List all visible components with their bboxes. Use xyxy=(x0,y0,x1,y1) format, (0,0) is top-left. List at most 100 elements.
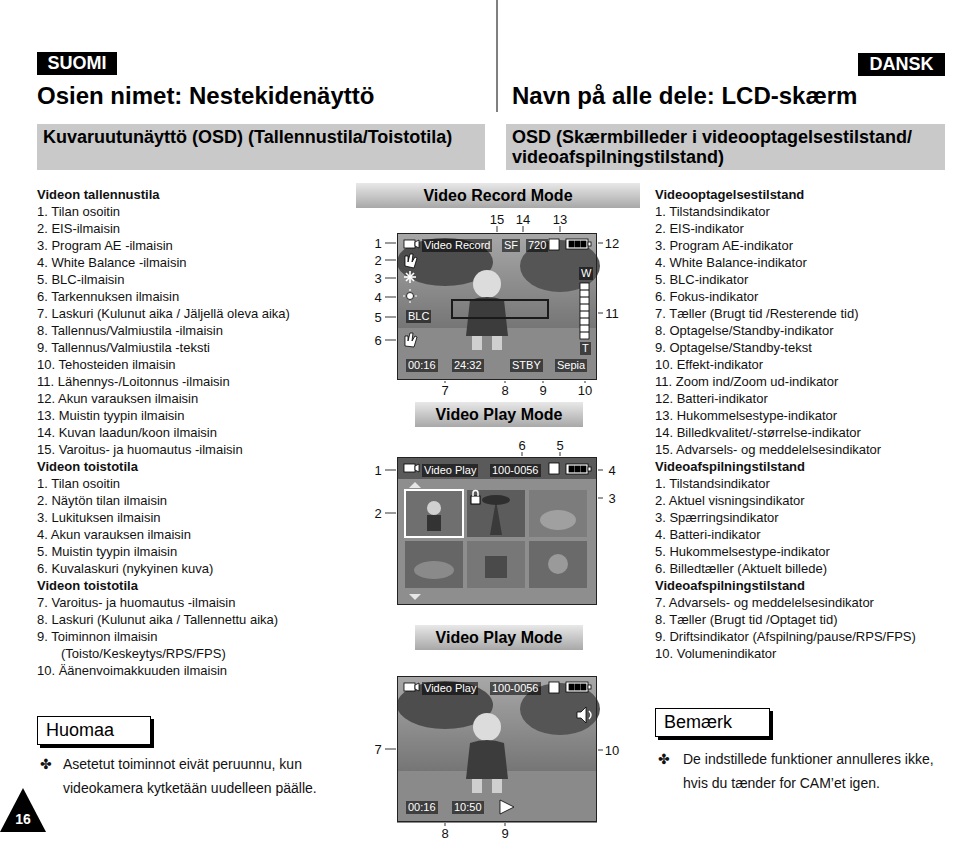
section-heading: Kuvaruutunäyttö (OSD) (Tallennustila/Toi… xyxy=(43,127,479,147)
list-item: 1. Tilan osoitin xyxy=(37,475,352,492)
osd-icon xyxy=(403,295,405,296)
list-item: 5. BLC-ilmaisin xyxy=(37,271,352,288)
lcd-screen: Video Play100-0056 xyxy=(397,457,597,605)
list-item: 11. Zoom ind/Zoom ud-indikator xyxy=(655,373,955,390)
leader-line xyxy=(522,452,523,456)
list-item: 15. Advarsels- og meddelelsesindikator xyxy=(655,441,955,458)
callout-number: 1 xyxy=(374,463,381,478)
callout-number: 9 xyxy=(539,383,546,398)
thumbnail-screen xyxy=(467,541,525,588)
callout-number: 7 xyxy=(374,742,381,757)
osd-text: Video Play xyxy=(422,464,478,477)
page-title: Navn på alle dele: LCD-skærm xyxy=(512,82,857,110)
note-heading-box: Huomaa xyxy=(37,716,151,745)
osd-icon xyxy=(406,273,414,281)
osd-text: T xyxy=(580,342,591,355)
section-band: Kuvaruutunäyttö (OSD) (Tallennustila/Toi… xyxy=(37,124,485,170)
note-heading: Bemærk xyxy=(664,712,732,733)
osd-text: 10:50 xyxy=(452,801,484,814)
list-item: 11. Lähennys-/Loitonnus -ilmaisin xyxy=(37,373,352,390)
osd-icon xyxy=(569,241,574,247)
list-item: 1. Tilan osoitin xyxy=(37,203,352,220)
section-heading: OSD (Skærmbilleder i videooptagelsestils… xyxy=(512,127,939,167)
list-column: Videon tallennustila1. Tilan osoitin2. E… xyxy=(37,186,352,679)
callout-number: 7 xyxy=(441,383,448,398)
note-bullet: ✤ xyxy=(658,747,670,771)
thumbnail-screen xyxy=(397,457,597,605)
list-item: 1. Tilstandsindikator xyxy=(655,475,955,492)
osd-icon xyxy=(581,466,586,472)
callout-number: 2 xyxy=(374,253,381,268)
list-heading: Videooptagelsestilstand xyxy=(655,186,955,203)
camera-photo xyxy=(473,270,501,298)
list-item: 7. Tæller (Brugt tid /Resterende tid) xyxy=(655,305,955,322)
callout-number: 4 xyxy=(608,463,615,478)
list-item: 5. BLC-indikator xyxy=(655,271,955,288)
callout-number: 5 xyxy=(556,438,563,453)
osd-icon xyxy=(404,271,416,283)
osd-icon xyxy=(580,311,589,312)
thumbnail-screen xyxy=(397,457,597,479)
list-item: 7. Advarsels- og meddelelsesindikator xyxy=(655,594,955,611)
osd-icon xyxy=(403,289,417,303)
callout-number: 8 xyxy=(441,826,448,841)
list-item: 9. Tallennus/Valmiustila -teksti xyxy=(37,339,352,356)
leader-line xyxy=(560,226,561,232)
osd-icon xyxy=(581,684,586,690)
osd-text: W xyxy=(579,267,593,280)
osd-icon xyxy=(415,240,419,248)
mode-heading: Video Record Mode xyxy=(423,187,572,205)
tab-label: DANSK xyxy=(869,54,933,75)
leader-line xyxy=(560,452,561,456)
osd-icon xyxy=(406,273,414,281)
osd-icon xyxy=(407,293,414,300)
mode-heading: Video Play Mode xyxy=(436,406,563,424)
list-item: 10. Tehosteiden ilmaisin xyxy=(37,356,352,373)
list-item: 9. Optagelse/Standby-tekst xyxy=(655,339,955,356)
callout-number: 13 xyxy=(553,212,567,227)
osd-icon xyxy=(415,683,419,691)
leader-line xyxy=(385,513,396,514)
note-bullet: ✤ xyxy=(40,752,52,776)
list-item: 13. Muistin tyypin ilmaisin xyxy=(37,407,352,424)
osd-icon xyxy=(588,242,591,246)
osd-text: SF xyxy=(502,239,520,252)
thumbnail-screen xyxy=(409,482,421,488)
list-item: 6. Tarkennuksen ilmaisin xyxy=(37,288,352,305)
note-text: Asetetut toiminnot eivät peruunnu, kun v… xyxy=(63,752,343,800)
thumbnail-screen xyxy=(467,490,525,537)
osd-icon xyxy=(403,239,591,347)
leader-line xyxy=(385,278,396,279)
osd-icon xyxy=(500,800,514,814)
list-item: 8. Tallennus/Valmiustila -ilmaisin xyxy=(37,322,352,339)
page-tab-shape xyxy=(0,788,46,832)
thumbnail-screen xyxy=(529,490,587,537)
list-item: 9. Toiminnon ilmaisin (Toisto/Keskeytys/… xyxy=(37,628,301,662)
osd-icon xyxy=(580,283,589,339)
osd-icon xyxy=(415,464,419,472)
tab-label: SUOMI xyxy=(47,53,106,74)
thumbnail-screen xyxy=(482,495,510,505)
callout-number: 1 xyxy=(374,236,381,251)
thumbnail-screen xyxy=(397,457,597,605)
osd-text: Sepia xyxy=(555,359,587,372)
callout-number: 15 xyxy=(490,212,504,227)
thumbnail-screen xyxy=(405,490,463,537)
osd-icon xyxy=(549,682,559,693)
language-tab: DANSK xyxy=(858,53,945,76)
osd-icon xyxy=(581,241,586,247)
list-item: 2. Aktuel visningsindikator xyxy=(655,492,955,509)
list-item: 1. Tilstandsindikator xyxy=(655,203,955,220)
list-item: 6. Billedtæller (Aktuelt billede) xyxy=(655,560,955,577)
osd-icon xyxy=(580,304,589,305)
osd-icon xyxy=(566,682,588,692)
osd-text: 00:16 xyxy=(406,801,438,814)
osd-icon xyxy=(569,466,574,472)
camera-photo xyxy=(397,233,600,380)
callout-number: 11 xyxy=(605,306,619,321)
lcd-screen: Video Play100-005600:1610:50 xyxy=(397,676,597,822)
page-number: 16 xyxy=(15,811,31,827)
osd-icon xyxy=(580,290,589,291)
osd-icon xyxy=(569,684,574,690)
osd-icon xyxy=(549,463,559,474)
